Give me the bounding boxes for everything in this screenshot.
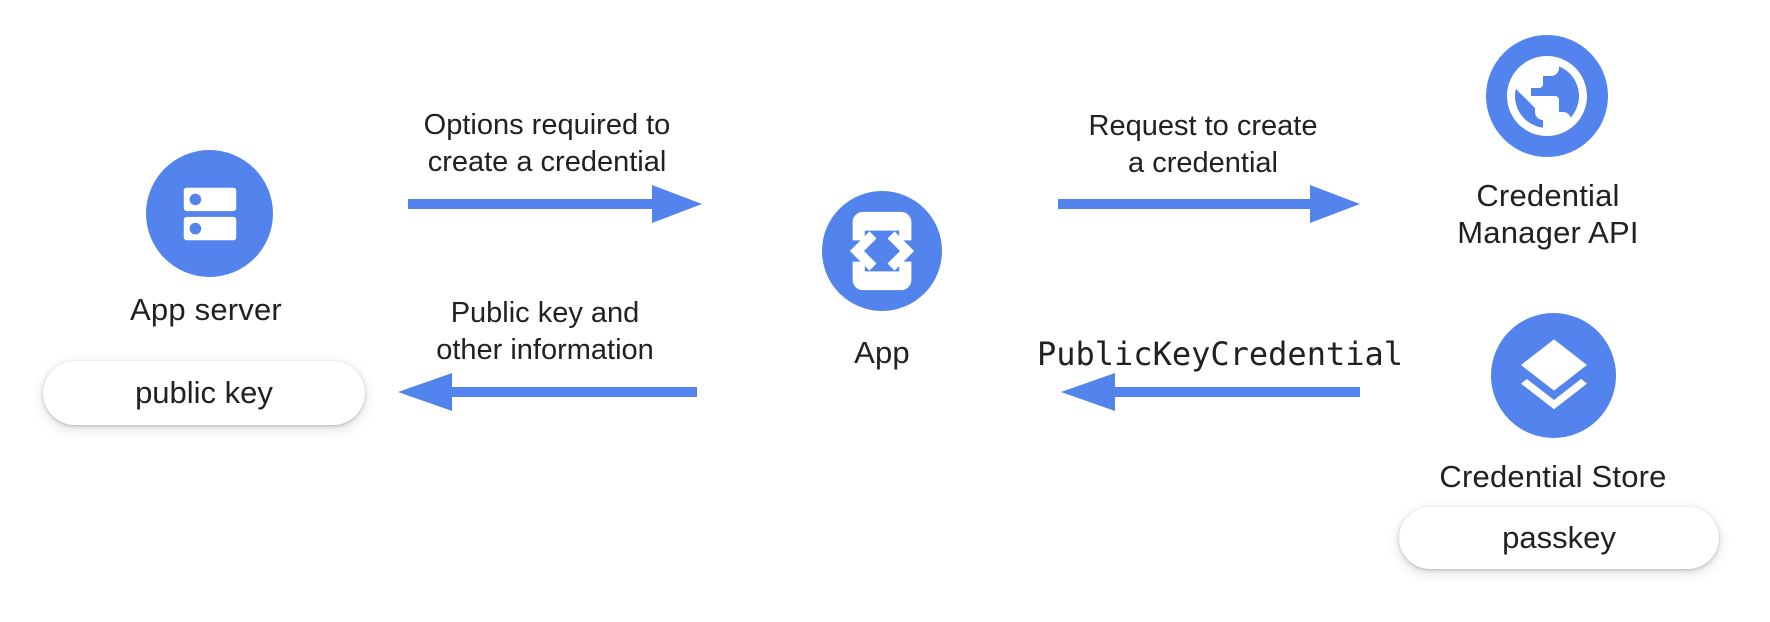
public-key-info-label-line2: other information <box>436 334 654 366</box>
credential-manager-api-label: Credential Manager API <box>1368 177 1728 251</box>
phone-code-icon <box>849 211 915 291</box>
app-label: App <box>854 335 910 370</box>
credential-store-circle <box>1491 313 1616 438</box>
arrow-head-left-icon <box>1061 373 1115 411</box>
credential-store-label: Credential Store <box>1439 459 1667 494</box>
request-flow-label-line2: a credential <box>1128 147 1278 179</box>
request-flow-label-line1: Request to create <box>1088 110 1318 142</box>
public-key-info-flow-arrow <box>398 373 697 411</box>
credential-manager-api-label-line2: Manager API <box>1457 215 1639 250</box>
public-key-pill: public key <box>43 361 365 425</box>
public-key-info-flow-label: Public key and other information <box>345 295 745 369</box>
passkey-pill: passkey <box>1399 507 1719 569</box>
request-flow-label: Request to create a credential <box>1003 108 1403 182</box>
publickeycredential-flow-arrow <box>1061 373 1360 411</box>
request-flow-arrow <box>1058 185 1360 223</box>
arrow-shaft <box>446 387 697 397</box>
arrow-head-right-icon <box>1310 185 1360 223</box>
arrow-shaft <box>408 199 658 209</box>
app-server-circle <box>146 150 273 277</box>
public-key-pill-text: public key <box>135 375 273 410</box>
options-flow-label-line1: Options required to <box>423 109 671 141</box>
app-circle <box>822 191 942 311</box>
options-flow-label-line2: create a credential <box>427 146 667 178</box>
arrow-head-left-icon <box>398 373 452 411</box>
credential-manager-api-circle <box>1486 35 1608 157</box>
options-flow-arrow <box>408 185 702 223</box>
app-server-label: App server <box>130 292 282 327</box>
arrow-shaft <box>1109 387 1360 397</box>
arrow-head-right-icon <box>652 185 702 223</box>
passkey-pill-text: passkey <box>1502 520 1616 555</box>
globe-icon <box>1507 56 1587 136</box>
arrow-shaft <box>1058 199 1316 209</box>
public-key-info-label-line1: Public key and <box>450 297 640 329</box>
credential-manager-api-label-line1: Credential <box>1476 178 1620 213</box>
server-icon <box>183 187 236 240</box>
publickeycredential-flow-label: PublicKeyCredential <box>1036 335 1404 373</box>
options-flow-label: Options required to create a credential <box>347 107 747 181</box>
layers-icon <box>1520 338 1587 409</box>
